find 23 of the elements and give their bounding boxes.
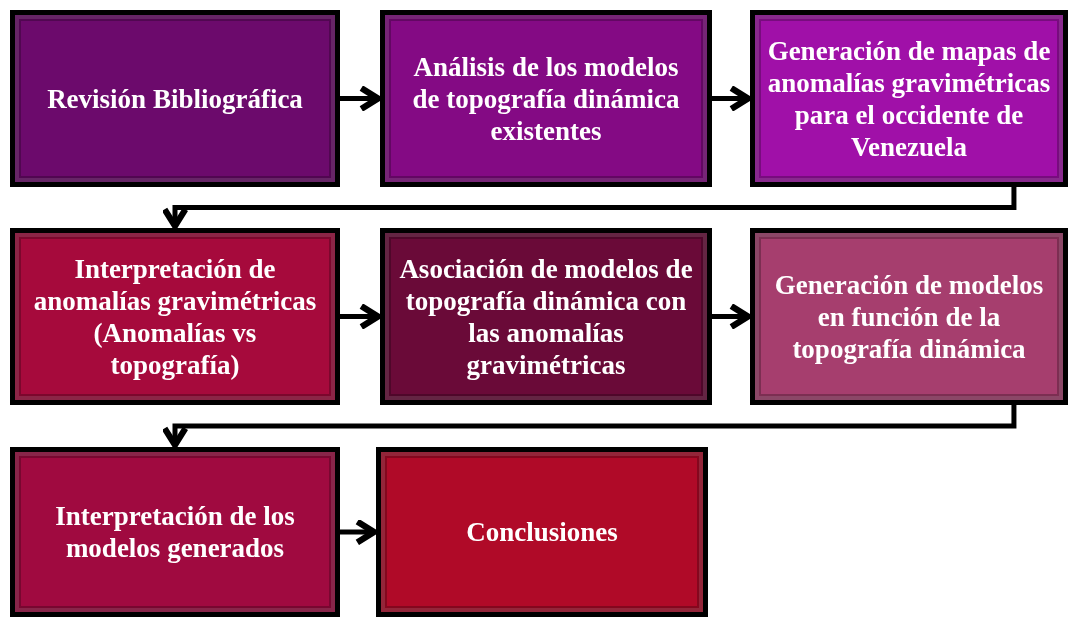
process-box	[376, 447, 708, 617]
process-box	[10, 447, 340, 617]
arrow	[161, 187, 1017, 230]
arrow	[340, 84, 382, 113]
process-box	[750, 228, 1068, 405]
step-label: Generación de modelos en función de la topografía dinámica	[773, 268, 1045, 365]
process-box	[380, 228, 712, 405]
step-label: Análisis de los modelos de topografía dinámica existentes	[411, 50, 681, 147]
step-label: Asociación de modelos de topografía dinámica con las anomalías gravimétricas	[398, 252, 694, 381]
arrow	[340, 302, 382, 331]
step-label: Generación de mapas de anomalías gravimétricas para el occidente de Venezuela	[767, 34, 1051, 163]
arrow	[712, 302, 752, 331]
process-box	[380, 10, 712, 187]
arrow	[712, 84, 752, 113]
process-box	[750, 10, 1068, 187]
process-box	[10, 10, 340, 187]
step-label: Interpretación de los modelos generados	[54, 500, 296, 564]
step-label: Revisión Bibliográfica	[47, 82, 303, 115]
step-label: Conclusiones	[466, 516, 618, 548]
arrow	[340, 518, 378, 546]
process-box	[10, 228, 340, 405]
arrow	[161, 405, 1017, 449]
step-label: Interpretación de anomalías gravimétricas (Anomalías vs topografía)	[32, 252, 318, 381]
